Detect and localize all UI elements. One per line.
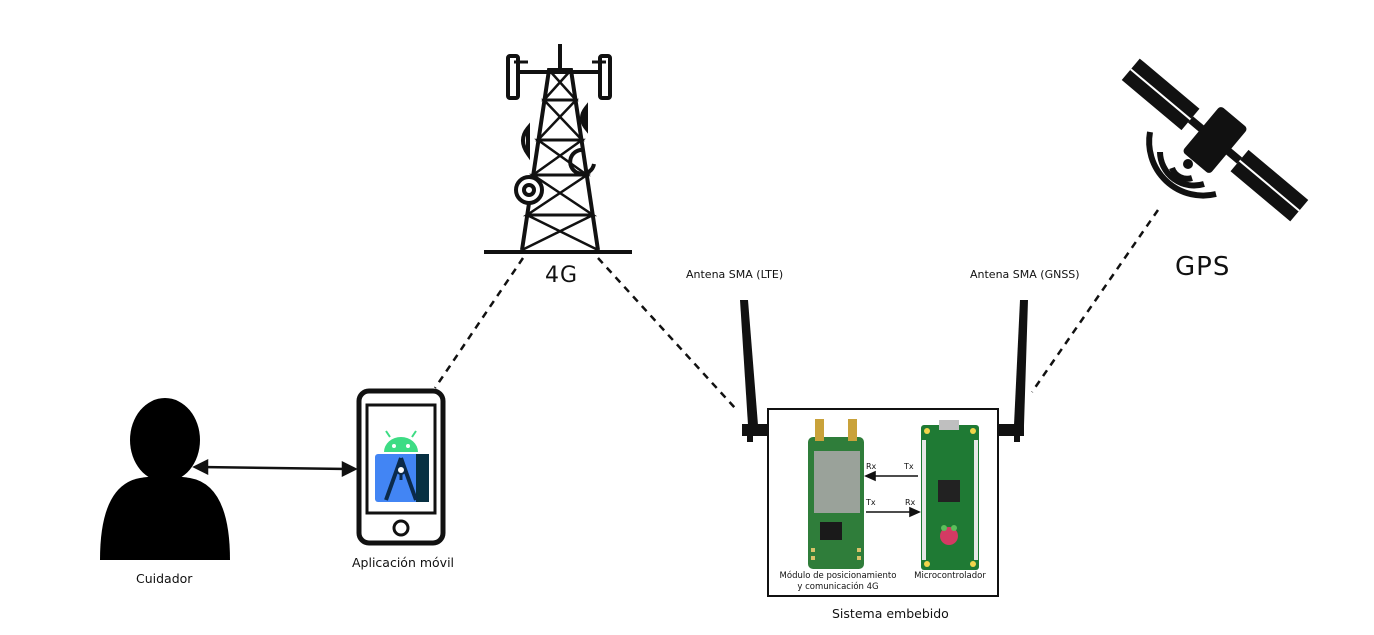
wireless-links [433,209,1160,409]
android-studio-icon [375,430,429,502]
module-caption-line1: Módulo de posicionamiento [779,571,897,581]
rx-top-label: Rx [866,462,877,471]
smartphone-icon [356,388,446,546]
link-phone-tower [433,257,525,389]
antenna-gnss-label: Antena SMA (GNSS) [970,268,1080,281]
tx-top-label: Tx [904,462,914,471]
tx-bottom-label: Tx [866,498,876,507]
mobile-app-label: Aplicación móvil [352,555,455,570]
microcontroller-caption: Microcontrolador [914,571,986,581]
cell-tower-icon [484,44,632,254]
pico-board [921,420,979,570]
link-gps-gnss-antenna [1030,209,1160,393]
antenna-icon [998,300,1028,442]
caregiver-app-arrow [192,458,358,478]
lte-module-board [808,419,864,569]
module-caption-line2: y comunicación 4G [797,582,879,592]
antenna-lte-label: Antena SMA (LTE) [686,268,784,281]
satellite-icon [1121,58,1309,222]
gps-label: GPS [1175,252,1231,282]
rx-bottom-label: Rx [905,498,916,507]
module-caption: Módulo de posicionamiento y comunicación… [772,571,904,593]
embedded-system-label: Sistema embebido [832,606,949,621]
link-tower-lte-antenna [597,257,736,409]
antenna-icon [740,300,768,442]
caregiver-label: Cuidador [136,571,193,586]
person-icon [100,398,230,560]
uart-arrows [864,470,921,518]
tower-label: 4G [545,263,579,288]
